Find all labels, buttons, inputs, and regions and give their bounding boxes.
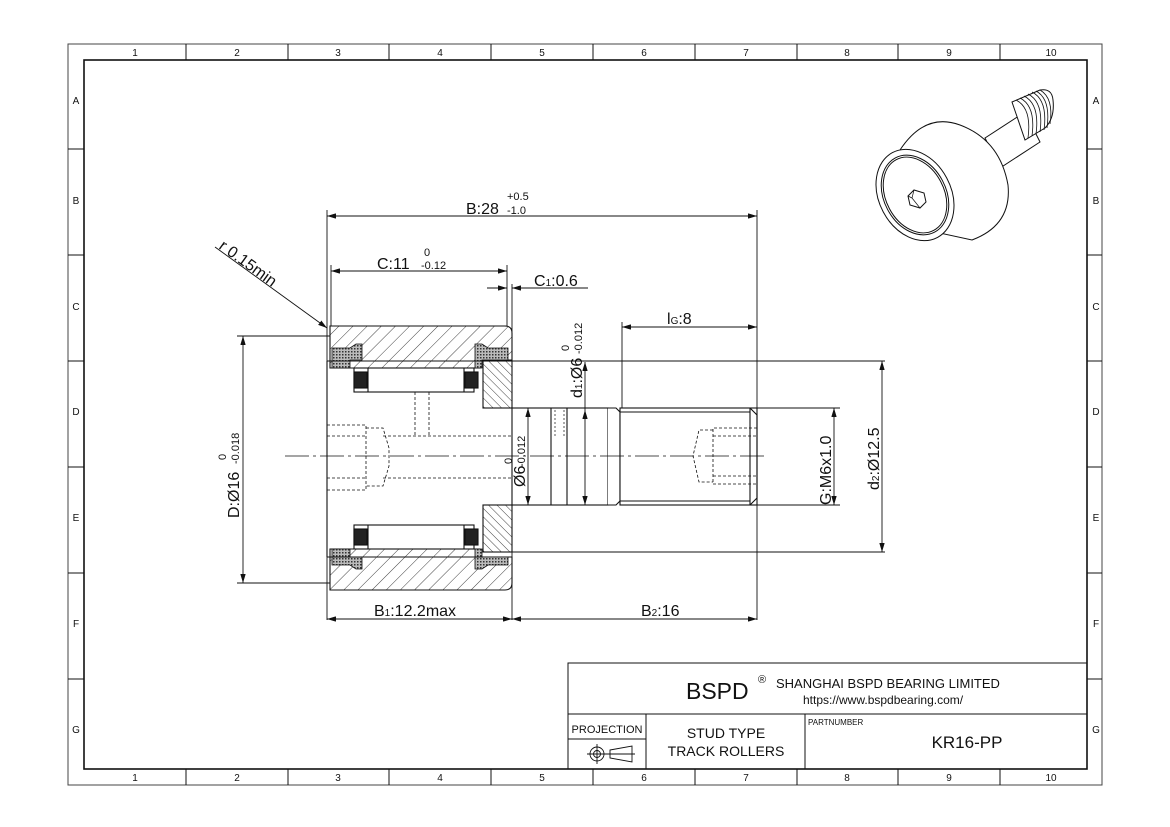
row-labels-right: A B C D E F G <box>1092 96 1100 736</box>
row-label: F <box>73 619 79 630</box>
svg-text:d2:Ø12.5: d2:Ø12.5 <box>866 427 883 490</box>
section-view <box>285 325 885 591</box>
col-label: 7 <box>743 48 749 59</box>
dim-C1: C1:0.6 <box>534 273 578 290</box>
dim-d1: d1:Ø6 0 -0.012 <box>560 323 586 398</box>
column-labels-top: 1 2 3 4 5 6 7 8 9 10 <box>132 48 1057 59</box>
seal-bottom-left <box>331 548 363 570</box>
side-plate-top <box>482 360 513 409</box>
row-label: G <box>72 725 80 736</box>
dim-lG: lG:8 <box>667 311 692 328</box>
col-label: 8 <box>844 773 850 784</box>
description-line2: TRACK ROLLERS <box>668 743 785 759</box>
description-line1: STUD TYPE <box>687 725 765 741</box>
title-block-text: BSPD ® SHANGHAI BSPD BEARING LIMITED htt… <box>572 674 1003 759</box>
company-name: SHANGHAI BSPD BEARING LIMITED <box>776 676 1000 691</box>
col-label: 8 <box>844 48 850 59</box>
col-label: 2 <box>234 773 240 784</box>
svg-text:0: 0 <box>217 454 229 460</box>
svg-text:-0.012: -0.012 <box>516 436 528 467</box>
dim-B-lower: -1.0 <box>507 205 526 217</box>
col-label: 5 <box>539 48 545 59</box>
col-label: 3 <box>335 48 341 59</box>
dim-B2: B2:16 <box>641 603 680 620</box>
row-label: D <box>1092 407 1099 418</box>
row-label: E <box>73 513 80 524</box>
row-label: C <box>1092 302 1099 313</box>
dim-B-upper: +0.5 <box>507 191 529 203</box>
dimensions <box>214 210 885 622</box>
projection-label: PROJECTION <box>572 724 643 736</box>
col-label: 3 <box>335 773 341 784</box>
row-label: F <box>1093 619 1099 630</box>
partnumber-label: PARTNUMBER <box>808 718 863 727</box>
row-label: D <box>72 407 79 418</box>
dim-d-inner: Ø6 0 -0.012 <box>503 436 529 487</box>
dim-B: B:28 <box>466 201 499 218</box>
dim-C: C:11 <box>377 256 410 273</box>
svg-text:-0.018: -0.018 <box>230 433 242 464</box>
col-label: 4 <box>437 773 443 784</box>
column-labels-bottom: 1 2 3 4 5 6 7 8 9 10 <box>132 773 1057 784</box>
col-label: 10 <box>1045 773 1057 784</box>
svg-text:Ø6: Ø6 <box>512 466 529 487</box>
svg-text:D:Ø16: D:Ø16 <box>226 472 243 518</box>
col-label: 7 <box>743 773 749 784</box>
row-label: A <box>73 96 80 107</box>
col-label: 1 <box>132 773 138 784</box>
dim-C-lower: -0.12 <box>421 260 446 272</box>
registered-mark: ® <box>758 674 766 686</box>
dim-G: G:M6x1.0 <box>818 436 835 505</box>
seal-top-right <box>474 343 509 369</box>
col-label: 6 <box>641 773 647 784</box>
row-label: A <box>1093 96 1100 107</box>
company-website: https://www.bspdbearing.com/ <box>803 693 964 707</box>
partnumber: KR16-PP <box>932 733 1003 752</box>
isometric-view <box>875 89 1054 242</box>
dim-r: r 0.15min <box>216 237 280 290</box>
dimension-labels: B:28 +0.5 -1.0 C:11 0 -0.12 C1:0.6 r 0.1… <box>216 191 883 620</box>
col-label: 2 <box>234 48 240 59</box>
svg-text:G:M6x1.0: G:M6x1.0 <box>818 436 835 505</box>
col-label: 4 <box>437 48 443 59</box>
outer-ring-bottom <box>329 548 513 591</box>
title-block <box>567 662 1088 770</box>
row-label: B <box>73 196 80 207</box>
seal-top-left <box>331 343 363 369</box>
svg-text:0: 0 <box>503 458 515 464</box>
dim-d2: d2:Ø12.5 <box>866 427 883 490</box>
col-label: 5 <box>539 773 545 784</box>
side-plate-bottom <box>482 504 513 553</box>
row-label: B <box>1093 196 1100 207</box>
svg-text:0: 0 <box>560 345 572 351</box>
row-labels-left: A B C D E F G <box>72 96 80 736</box>
svg-text:-0.012: -0.012 <box>573 323 585 354</box>
needle-top <box>353 367 475 393</box>
row-label: C <box>72 302 79 313</box>
brand-logo: BSPD <box>686 678 749 704</box>
dim-C-upper: 0 <box>424 247 430 259</box>
col-label: 9 <box>946 48 952 59</box>
dim-D: D:Ø16 0 -0.018 <box>217 433 243 518</box>
col-label: 6 <box>641 48 647 59</box>
svg-text:d1:Ø6: d1:Ø6 <box>569 358 586 398</box>
row-label: G <box>1092 725 1100 736</box>
needle-bottom <box>353 524 475 550</box>
col-label: 10 <box>1045 48 1057 59</box>
col-label: 1 <box>132 48 138 59</box>
projection-symbol-icon <box>587 744 635 764</box>
thread-section <box>619 407 758 506</box>
row-label: E <box>1093 513 1100 524</box>
dim-B1: B1:12.2max <box>374 603 456 620</box>
col-label: 9 <box>946 773 952 784</box>
seal-bottom-right <box>474 548 509 570</box>
